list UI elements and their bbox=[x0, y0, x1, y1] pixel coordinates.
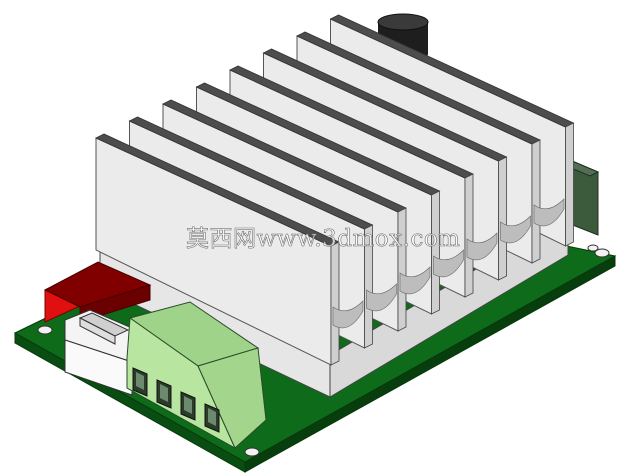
pcb-edge-right bbox=[244, 255, 616, 473]
watermark-text: 莫西网www.3dmox.com bbox=[186, 226, 460, 252]
white-connector bbox=[64, 309, 133, 396]
terminal-pin-contact bbox=[184, 396, 192, 414]
heatsink bbox=[95, 14, 575, 398]
terminal-side bbox=[197, 347, 267, 449]
terminal-pin-contact bbox=[208, 408, 216, 426]
terminal-pin-contact bbox=[136, 372, 144, 390]
terminal-pin-contact bbox=[160, 384, 168, 402]
green-terminal-block bbox=[126, 301, 267, 450]
heatsink-fin bbox=[95, 133, 364, 366]
mounting-hole bbox=[37, 325, 53, 335]
mounting-hole bbox=[244, 447, 260, 457]
mounting-hole bbox=[594, 248, 610, 258]
mounting-hole bbox=[587, 244, 599, 252]
